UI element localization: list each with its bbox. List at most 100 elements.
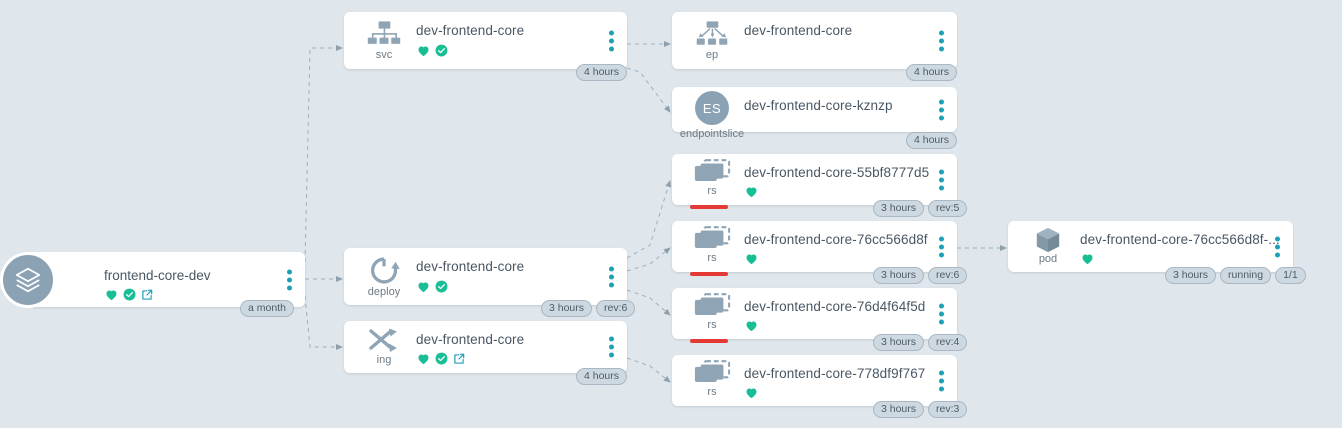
age-pill: 4 hours	[906, 64, 958, 81]
resource-node-ing[interactable]: ing dev-frontend-core	[344, 321, 627, 373]
heart-icon	[416, 351, 431, 366]
check-circle-icon	[434, 279, 449, 294]
resource-pills-deploy: 3 hours rev:6	[541, 300, 636, 317]
resource-status-icons	[744, 250, 759, 267]
heart-icon	[416, 43, 431, 58]
resource-status-icons	[744, 317, 759, 334]
resource-status-icons	[416, 350, 466, 367]
resource-name: dev-frontend-core-778df9f767	[744, 366, 926, 381]
heart-icon	[744, 184, 759, 199]
heart-icon	[104, 287, 119, 307]
application-node[interactable]: frontend-core-dev	[0, 251, 305, 308]
resource-kind-label: pod	[1038, 253, 1058, 265]
kebab-menu-icon[interactable]	[939, 370, 944, 391]
heart-icon	[744, 318, 759, 333]
revision-pill: rev:6	[596, 300, 636, 317]
resource-kind-label: rs	[707, 319, 717, 331]
status-pill: running	[1220, 267, 1272, 284]
resource-name: dev-frontend-core	[416, 332, 525, 347]
resource-name: dev-frontend-core	[416, 23, 525, 38]
ready-pill: 1/1	[1275, 267, 1306, 284]
external-link-icon[interactable]	[452, 352, 466, 366]
resource-pills-svc: 4 hours	[576, 64, 628, 81]
degraded-indicator-bar	[690, 205, 728, 209]
edge-deploy-rs5	[626, 180, 672, 259]
resource-pills-endpointslice: 4 hours	[906, 132, 958, 149]
kebab-menu-icon[interactable]	[939, 236, 944, 257]
kebab-menu-icon[interactable]	[609, 30, 614, 51]
kebab-menu-icon[interactable]	[939, 303, 944, 324]
resource-status-icons	[1080, 250, 1095, 267]
age-pill: 3 hours	[873, 334, 925, 351]
service-tree-icon: svc	[358, 20, 410, 61]
resource-node-svc[interactable]: svc dev-frontend-core	[344, 12, 627, 69]
resource-node-rs-rev3[interactable]: rs dev-frontend-core-778df9f767	[672, 355, 957, 406]
kebab-menu-icon[interactable]	[1275, 236, 1280, 257]
kebab-menu-icon[interactable]	[609, 266, 614, 287]
heart-icon	[744, 385, 759, 400]
edge-deploy-rs6	[626, 247, 671, 272]
application-pills: a month	[240, 300, 294, 317]
resource-kind-label: rs	[707, 252, 717, 264]
age-pill: 3 hours	[873, 401, 925, 418]
shuffle-arrows-icon: ing	[358, 327, 410, 366]
replicaset-icon: rs	[686, 159, 738, 197]
kebab-menu-icon[interactable]	[287, 269, 292, 290]
revision-pill: rev:3	[928, 401, 968, 418]
resource-node-rs-rev5[interactable]: rs dev-frontend-core-55bf8777d5	[672, 154, 957, 205]
resource-pills-ing: 4 hours	[576, 368, 628, 385]
resource-node-rs-rev6[interactable]: rs dev-frontend-core-76cc566d8f	[672, 221, 957, 272]
revision-pill: rev:4	[928, 334, 968, 351]
replicaset-icon: rs	[686, 293, 738, 331]
kebab-menu-icon[interactable]	[609, 336, 614, 358]
resource-pills-rs-rev3: 3 hours rev:3	[873, 401, 968, 418]
cube-icon: pod	[1022, 226, 1074, 265]
resource-pills-rs-rev4: 3 hours rev:4	[873, 334, 968, 351]
check-circle-icon	[434, 351, 449, 366]
replicaset-icon: rs	[686, 360, 738, 398]
age-pill: 4 hours	[576, 368, 628, 385]
kebab-menu-icon[interactable]	[939, 169, 944, 190]
es-badge-text: ES	[695, 91, 729, 125]
resource-kind-label: deploy	[367, 286, 401, 298]
degraded-indicator-bar	[690, 272, 728, 276]
revision-pill: rev:5	[928, 200, 968, 217]
kebab-menu-icon[interactable]	[939, 99, 944, 120]
age-pill: 3 hours	[873, 267, 925, 284]
resource-name: dev-frontend-core-55bf8777d5	[744, 165, 930, 180]
external-link-icon[interactable]	[140, 288, 154, 307]
resource-pills-pod: 3 hours running 1/1	[1165, 267, 1306, 284]
resource-status-icons	[744, 384, 759, 401]
resource-name: dev-frontend-core	[416, 259, 525, 274]
resource-name: dev-frontend-core-kznzp	[744, 98, 893, 113]
heart-icon	[416, 279, 431, 294]
application-status-icons	[104, 287, 154, 307]
resource-kind-label: rs	[707, 386, 717, 398]
resource-name: dev-frontend-core-76cc566d8f-...	[1080, 232, 1280, 247]
application-name: frontend-core-dev	[104, 268, 211, 283]
edge-app-svc	[304, 45, 343, 263]
resource-node-rs-rev4[interactable]: rs dev-frontend-core-76d4f64f5d	[672, 288, 957, 339]
kebab-menu-icon[interactable]	[939, 30, 944, 51]
resource-status-icons	[416, 42, 449, 59]
resource-node-endpointslice[interactable]: ES endpointslice dev-frontend-core-kznzp	[672, 87, 957, 140]
heart-icon	[1080, 251, 1095, 266]
resource-status-icons	[744, 183, 759, 200]
resource-name: dev-frontend-core-76cc566d8f	[744, 232, 928, 247]
resource-kind-label: svc	[375, 49, 393, 61]
edge-svc-endpointslice	[626, 67, 671, 113]
resource-node-pod[interactable]: pod dev-frontend-core-76cc566d8f-...	[1008, 221, 1293, 272]
age-pill: 4 hours	[576, 64, 628, 81]
age-pill: 3 hours	[541, 300, 593, 317]
resource-node-ep[interactable]: ep dev-frontend-core	[672, 12, 957, 69]
endpoints-icon: ep	[686, 20, 738, 61]
resource-node-deploy[interactable]: deploy dev-frontend-core	[344, 248, 627, 305]
es-circle-icon: ES endpointslice	[680, 91, 744, 140]
age-pill: 3 hours	[1165, 267, 1217, 284]
resource-kind-label: ep	[705, 49, 719, 61]
edge-app-ing	[304, 295, 343, 350]
resource-status-icons	[416, 278, 449, 295]
degraded-indicator-bar	[690, 339, 728, 343]
age-pill: a month	[240, 300, 294, 317]
